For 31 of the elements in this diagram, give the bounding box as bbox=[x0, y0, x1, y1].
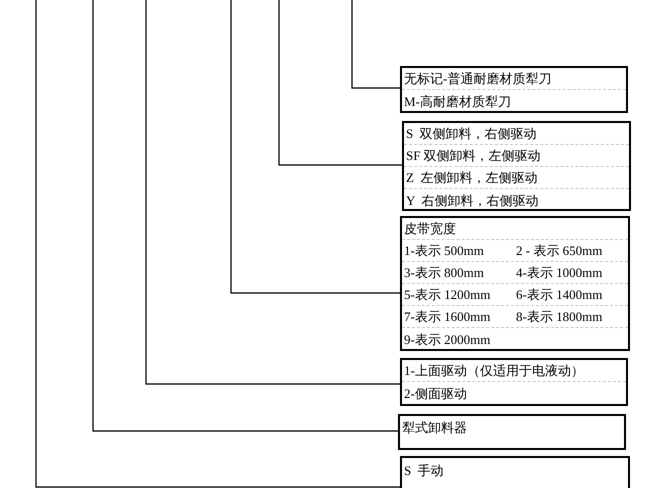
option-text: 犁式卸料器 bbox=[402, 420, 467, 434]
option-text: 7-表示 1600mm bbox=[404, 309, 490, 324]
option-text: 6-表示 1400mm bbox=[516, 287, 602, 302]
option-text: 9-表示 2000mm bbox=[404, 332, 490, 346]
option-text: S 手动 bbox=[404, 462, 444, 478]
connector-line bbox=[35, 0, 400, 488]
option-box bbox=[400, 216, 630, 351]
option-text: 5-表示 1200mm bbox=[404, 287, 490, 302]
connector-line bbox=[230, 0, 400, 294]
connector-line bbox=[92, 0, 398, 432]
option-box bbox=[400, 66, 628, 113]
option-text: 3-表示 800mm bbox=[404, 265, 484, 280]
option-text: 2 - 表示 650mm bbox=[516, 243, 602, 258]
option-text: 4-表示 1000mm bbox=[516, 265, 602, 280]
option-box bbox=[398, 414, 626, 450]
option-text: 1-表示 500mm bbox=[404, 243, 484, 258]
option-text: SF 双侧卸料，左侧驱动 bbox=[406, 148, 541, 163]
option-text: Z 左侧卸料，左侧驱动 bbox=[406, 170, 538, 185]
option-text: 无标记-普通耐磨材质犁刀 bbox=[404, 71, 552, 86]
connector-line bbox=[351, 0, 400, 89]
connector-line bbox=[145, 0, 400, 385]
option-text: 8-表示 1800mm bbox=[516, 309, 602, 324]
connector-line bbox=[278, 0, 402, 166]
option-box bbox=[400, 358, 628, 406]
option-text: S 双侧卸料，右侧驱动 bbox=[406, 126, 537, 141]
option-text: M-高耐磨材质犁刀 bbox=[404, 94, 511, 108]
option-text: Y 右侧卸料，右侧驱动 bbox=[406, 192, 538, 208]
option-text: 2-侧面驱动 bbox=[404, 386, 467, 400]
option-box bbox=[402, 121, 631, 211]
option-text: 皮带宽度 bbox=[404, 221, 456, 236]
option-text: 1-上面驱动（仅适用于电液动） bbox=[404, 363, 584, 378]
